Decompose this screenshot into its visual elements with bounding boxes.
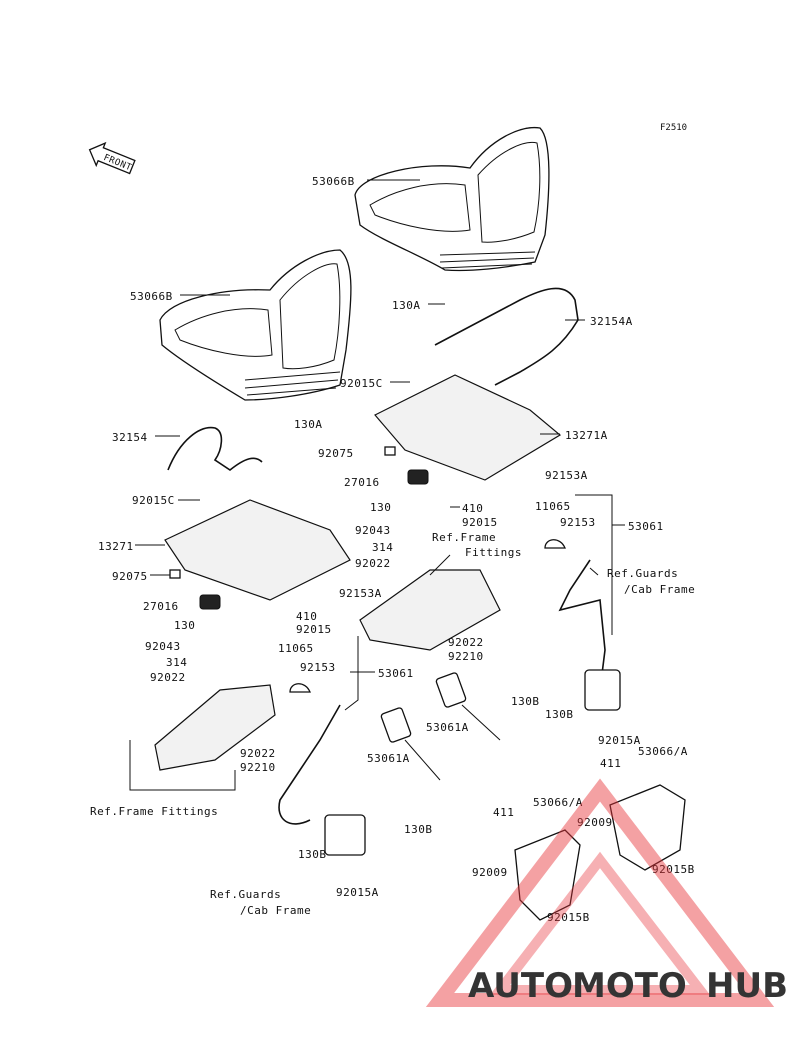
label-ref-guards-1b: /Cab Frame (624, 583, 695, 596)
leader-lines (129, 179, 625, 791)
label-53061-right: 53061 (628, 520, 664, 533)
label-130-left: 130 (174, 619, 195, 632)
label-53061-left: 53061 (378, 667, 414, 680)
label-92015C-left: 92015C (132, 494, 175, 507)
label-130B-right: 130B (545, 708, 574, 721)
label-92015A-left: 92015A (336, 886, 379, 899)
label-92022-left-2: 92022 (240, 747, 276, 760)
label-411-left: 411 (493, 806, 514, 819)
label-92022-left: 92022 (150, 671, 186, 684)
label-ref-frame-2: Ref.Frame Fittings (90, 805, 218, 818)
label-92075-right: 92075 (318, 447, 354, 460)
watermark-moto: MOTO (572, 966, 687, 1006)
label-130-right: 130 (370, 501, 391, 514)
label-314-left: 314 (166, 656, 187, 669)
label-92015B-right: 92015B (652, 863, 695, 876)
label-92015-right: 92015 (462, 516, 498, 529)
label-92009-right: 92009 (577, 816, 613, 829)
label-92153A-right: 92153A (545, 469, 588, 482)
label-92022-middle-2: 92022 (448, 636, 484, 649)
frame-fittings-middle (359, 569, 501, 651)
label-130B-left-2: 130B (298, 848, 327, 861)
buckle-left (380, 707, 441, 781)
label-ref-guards-2b: /Cab Frame (240, 904, 311, 917)
label-130A-right: 130A (392, 299, 421, 312)
label-11065-right: 11065 (535, 500, 571, 513)
label-ref-frame-1a: Ref.Frame (432, 531, 496, 544)
plate-13271 (164, 499, 351, 601)
plate-13271A (374, 374, 562, 481)
watermark-auto: AUTO (468, 966, 573, 1006)
bracket-11065-left (289, 683, 311, 693)
label-27016-right: 27016 (344, 476, 380, 489)
label-92210-left: 92210 (240, 761, 276, 774)
spacer-27016-right (407, 469, 429, 485)
block-92075-left (169, 569, 181, 579)
label-314-middle: 314 (372, 541, 393, 554)
label-92153A-left: 92153A (339, 587, 382, 600)
label-92153-left: 92153 (300, 661, 336, 674)
label-130B-middle: 130B (511, 695, 540, 708)
seat-left (159, 249, 352, 401)
label-92015-left: 92015 (296, 623, 332, 636)
pad-left (514, 829, 581, 921)
label-410-left: 410 (296, 610, 317, 623)
label-53061A-middle: 53061A (426, 721, 469, 734)
pad-right (609, 784, 686, 871)
label-410-right: 410 (462, 502, 483, 515)
watermark-inner-triangle-icon (489, 851, 711, 995)
label-11065-left: 11065 (278, 642, 314, 655)
label-13271A: 13271A (565, 429, 608, 442)
label-53061A-left: 53061A (367, 752, 410, 765)
label-27016-left: 27016 (143, 600, 179, 613)
bracket-11065-right (544, 539, 566, 549)
retractor-right (584, 669, 621, 711)
label-32154A: 32154A (590, 315, 633, 328)
label-92022-middle: 92022 (355, 557, 391, 570)
label-92153-right: 92153 (560, 516, 596, 529)
label-ref-guards-2a: Ref.Guards (210, 888, 281, 901)
figure-code: F2510 (660, 123, 687, 133)
label-92015A-right: 92015A (598, 734, 641, 747)
label-411-right: 411 (600, 757, 621, 770)
front-arrow-icon: FRONT (88, 141, 136, 175)
label-92043-left: 92043 (145, 640, 181, 653)
retractor-left (324, 814, 366, 856)
label-92015B-left: 92015B (547, 911, 590, 924)
bar-32154A (434, 287, 579, 386)
label-32154: 32154 (112, 431, 148, 444)
part-labels: 53066B 53066B 130A 32154A 92015C 13271A … (90, 175, 695, 924)
label-13271: 13271 (98, 540, 134, 553)
block-92075-right (384, 446, 396, 456)
label-53066A-middle: 53066/A (533, 796, 583, 809)
label-130B-left: 130B (404, 823, 433, 836)
seat-right (354, 126, 550, 272)
belt-right (558, 559, 606, 691)
label-53066A-right: 53066/A (638, 745, 688, 758)
label-ref-guards-1a: Ref.Guards (607, 567, 678, 580)
label-53066B-left: 53066B (130, 290, 173, 303)
watermark-hub: HUB (706, 966, 788, 1006)
label-92210-middle: 92210 (448, 650, 484, 663)
belt-left (278, 704, 341, 825)
label-92043-middle: 92043 (355, 524, 391, 537)
label-92075-left: 92075 (112, 570, 148, 583)
watermark-logo: AUTO MOTO HUB (425, 778, 788, 1007)
label-92009-left: 92009 (472, 866, 508, 879)
bar-32154 (167, 426, 263, 471)
label-ref-frame-1b: Fittings (465, 546, 522, 559)
label-53066B-top: 53066B (312, 175, 355, 188)
buckle-middle (435, 672, 501, 741)
label-130A-left: 130A (294, 418, 323, 431)
watermark-triangle-icon (425, 778, 775, 1007)
label-92015C-right: 92015C (340, 377, 383, 390)
spacer-27016-left (199, 594, 221, 610)
frame-fittings-left (154, 684, 276, 771)
